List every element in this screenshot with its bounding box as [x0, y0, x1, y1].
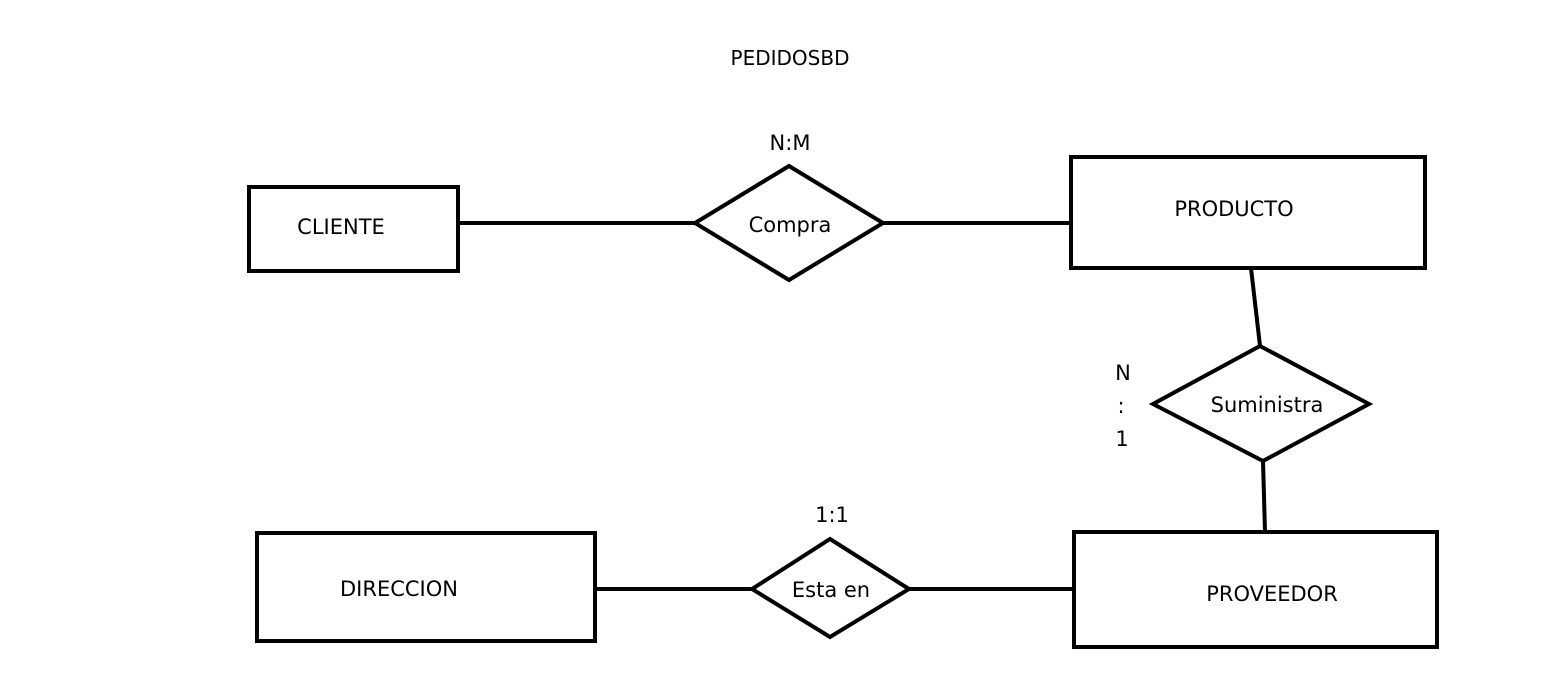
link-producto-suministra	[1249, 267, 1262, 347]
entity-cliente-box	[247, 185, 460, 273]
relationship-suministra-cardinality-one: 1	[1115, 427, 1128, 451]
relationship-esta-en-label: Esta en	[792, 578, 870, 602]
relationship-compra-cardinality: N:M	[770, 131, 811, 155]
entity-proveedor: PROVEEDOR	[1072, 530, 1439, 649]
relationship-suministra-diamond	[1148, 343, 1374, 464]
entity-cliente: CLIENTE	[247, 185, 460, 273]
relationship-suministra-label: Suministra	[1211, 393, 1324, 417]
entity-proveedor-box	[1072, 530, 1439, 649]
relationship-compra-label: Compra	[749, 213, 832, 237]
entity-proveedor-label: PROVEEDOR	[1206, 582, 1338, 606]
relationship-compra-diamond	[691, 163, 887, 283]
relationship-compra: Compra N:M	[691, 131, 887, 283]
entity-direccion: DIRECCION	[255, 531, 597, 643]
entity-cliente-label: CLIENTE	[297, 215, 385, 239]
entity-producto-label: PRODUCTO	[1174, 197, 1293, 221]
relationship-esta-en: Esta en 1:1	[748, 503, 913, 640]
diagram-title: PEDIDOSBD	[731, 46, 850, 70]
entity-producto-box	[1069, 155, 1427, 270]
entity-producto: PRODUCTO	[1069, 155, 1427, 270]
relationship-suministra: Suministra N : 1	[1115, 343, 1374, 464]
entity-direccion-label: DIRECCION	[340, 577, 458, 601]
relationship-suministra-cardinality-n: N	[1115, 361, 1131, 385]
link-suministra-proveedor	[1261, 460, 1267, 533]
relationship-suministra-cardinality-sep: :	[1117, 394, 1124, 418]
entity-direccion-box	[255, 531, 597, 643]
relationship-esta-en-cardinality: 1:1	[815, 503, 849, 527]
relationship-esta-en-diamond	[748, 536, 913, 640]
